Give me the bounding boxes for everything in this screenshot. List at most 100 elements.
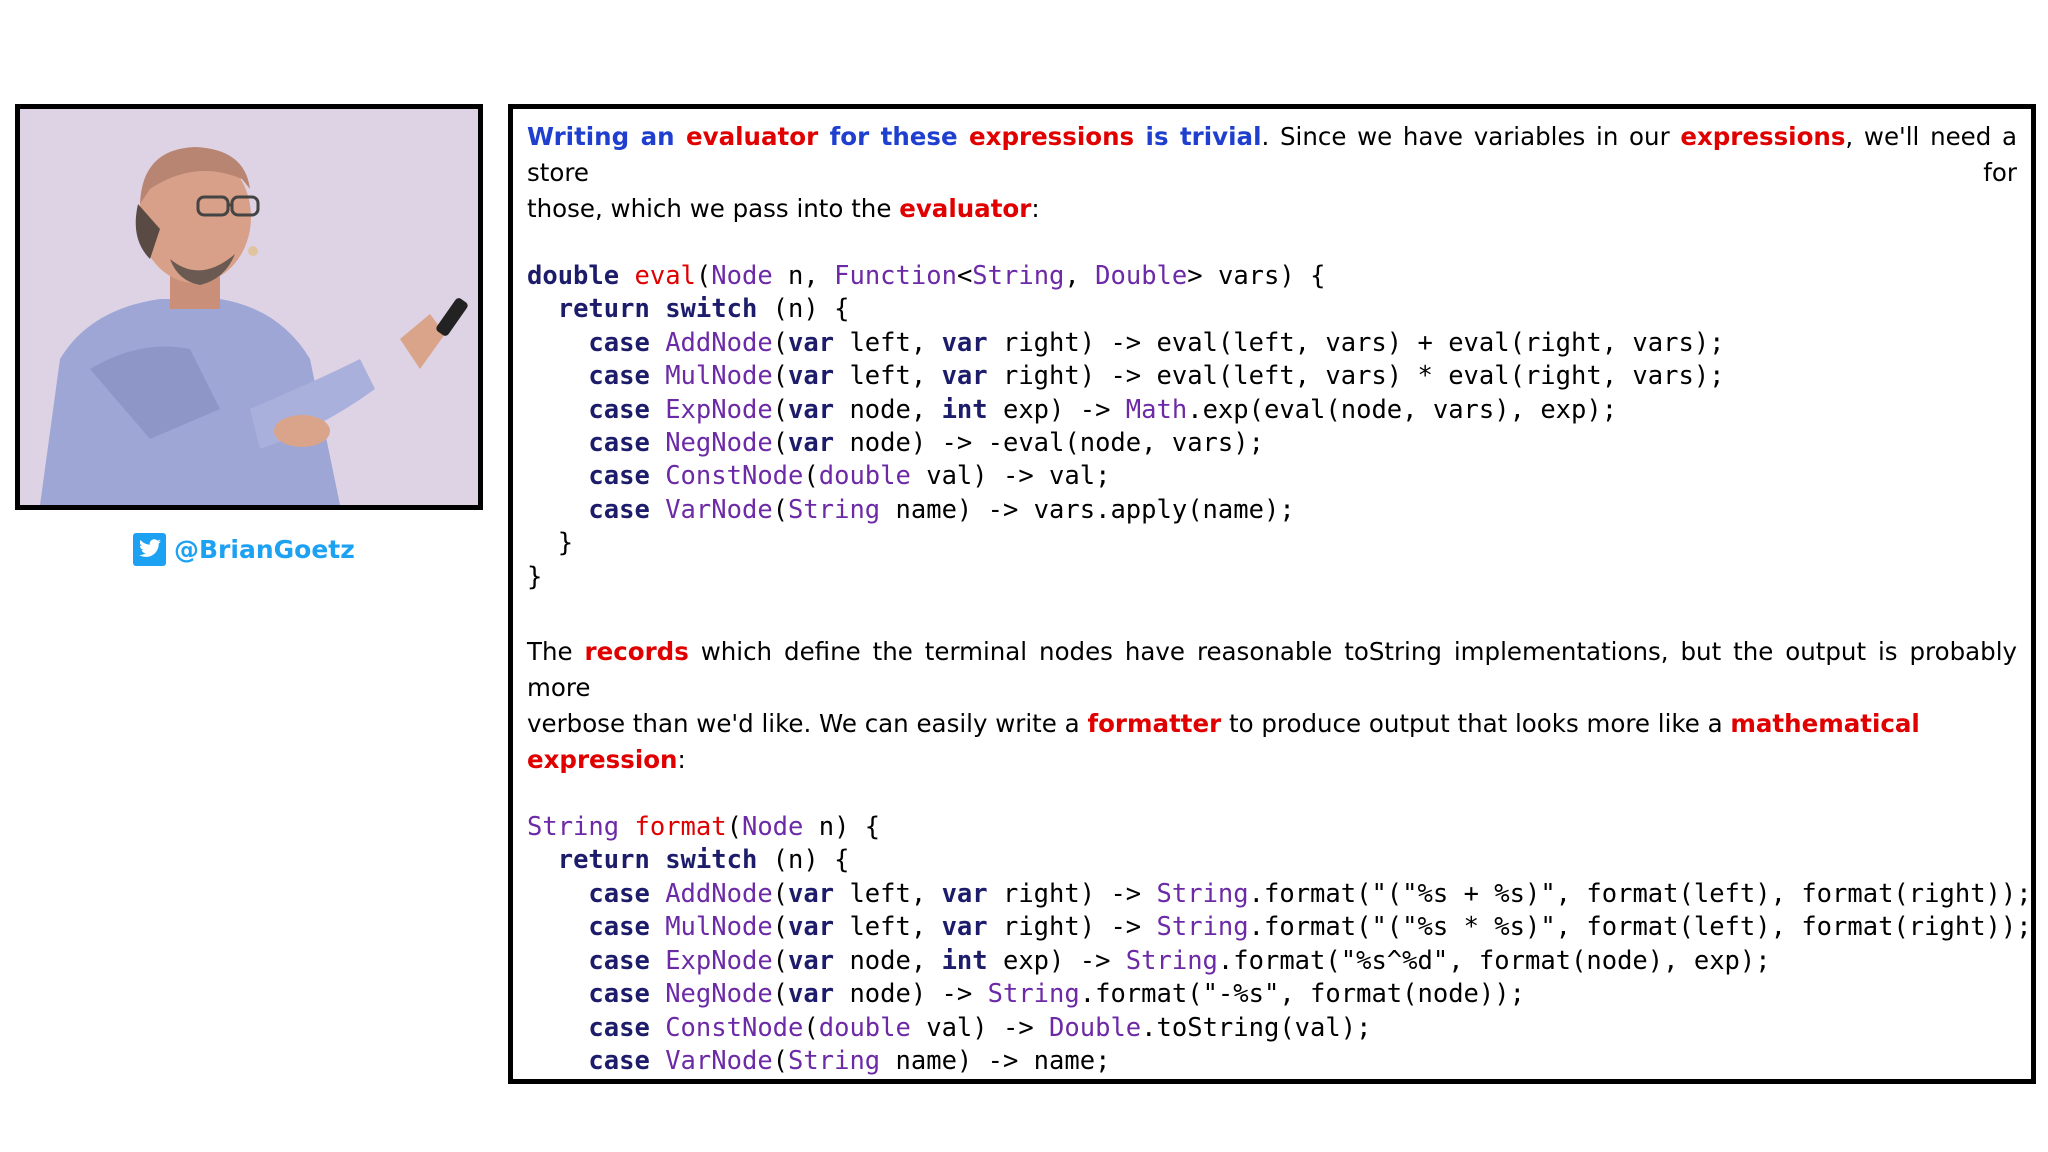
middle-text: which define the terminal nodes have rea… xyxy=(527,637,2018,703)
code-token: ( xyxy=(695,261,712,291)
code-token xyxy=(619,261,634,291)
intro-text: evaluator xyxy=(899,194,1032,223)
code-token: double xyxy=(818,1012,911,1043)
code-token: Node xyxy=(741,812,804,843)
intro-text: is trivial xyxy=(1134,122,1262,151)
code-token: NegNode xyxy=(665,979,773,1010)
code-line: case ExpNode(var node, int exp) -> Strin… xyxy=(527,945,1771,976)
code-token: case xyxy=(588,878,650,909)
code-token: ( xyxy=(726,812,742,843)
middle-line-2: verbose than we'd like. We can easily wr… xyxy=(527,706,2017,742)
code-token: case xyxy=(588,327,650,358)
code-token: return xyxy=(557,845,650,876)
code-token: ( xyxy=(803,461,819,492)
speaker-photo xyxy=(15,104,483,510)
eval-code-block: double eval(Node n, Function<String, Dou… xyxy=(527,260,2017,594)
code-token: MulNode xyxy=(665,361,773,392)
code-token xyxy=(527,294,558,324)
code-token: .format("%s^%d", format(node), exp); xyxy=(1217,945,1771,976)
code-token: eval xyxy=(634,261,696,291)
twitter-bird-glyph xyxy=(138,539,161,557)
code-token: String xyxy=(1125,945,1218,976)
code-token: case xyxy=(588,1012,650,1043)
code-token: ( xyxy=(772,945,789,976)
middle-text: formatter xyxy=(1087,709,1222,739)
intro-line-1: Writing an evaluator for these expressio… xyxy=(527,119,2017,191)
code-token: val) -> val; xyxy=(910,461,1111,492)
code-token xyxy=(527,428,588,458)
code-token: < xyxy=(956,261,973,291)
code-token: String xyxy=(788,1045,881,1076)
code-token: int xyxy=(941,945,988,976)
code-line: double eval(Node n, Function<String, Dou… xyxy=(527,261,1325,291)
code-token: case xyxy=(588,945,650,976)
code-line: } xyxy=(527,561,543,592)
code-token xyxy=(527,1013,588,1043)
code-token: val) -> xyxy=(910,1012,1050,1043)
code-token xyxy=(527,979,588,1009)
middle-text: mathematical xyxy=(1730,709,1920,739)
code-token xyxy=(527,395,588,425)
code-token: String xyxy=(972,261,1065,291)
code-token: case xyxy=(588,494,650,525)
code-token: case xyxy=(588,979,650,1010)
code-token: String xyxy=(987,979,1080,1010)
code-token: .toString(val); xyxy=(1141,1012,1372,1043)
code-token: format xyxy=(634,812,727,843)
code-line: case VarNode(String name) -> vars.apply(… xyxy=(527,494,1294,525)
code-line: case VarNode(String name) -> name; xyxy=(527,1046,1110,1076)
code-token: ExpNode xyxy=(665,394,773,425)
code-token: var xyxy=(941,327,988,358)
intro-text: : xyxy=(1031,194,1040,223)
code-token: String xyxy=(788,494,881,525)
code-token: ( xyxy=(772,979,789,1010)
code-token xyxy=(527,1046,588,1076)
code-line: String format(Node n) { xyxy=(527,812,880,842)
code-token xyxy=(619,812,634,842)
code-token: exp) -> xyxy=(987,945,1126,976)
code-token: return xyxy=(557,294,650,325)
code-token: double xyxy=(527,261,620,291)
code-token: .format("("%s + %s)", format(left), form… xyxy=(1248,878,2032,909)
middle-text: The xyxy=(527,637,585,667)
code-token: , xyxy=(1064,261,1096,291)
code-token: (n) { xyxy=(757,845,850,876)
code-token: node) -> xyxy=(834,979,988,1010)
middle-text: records xyxy=(584,637,689,667)
code-token: n, xyxy=(772,261,835,291)
code-token: Node xyxy=(711,261,773,291)
code-token xyxy=(527,879,588,909)
twitter-handle[interactable]: @BrianGoetz xyxy=(133,532,355,566)
code-token: var xyxy=(941,361,988,392)
code-token: case xyxy=(588,912,650,943)
code-token: .format("-%s", format(node)); xyxy=(1079,979,1525,1010)
intro-text: Writing an xyxy=(527,122,687,151)
code-token: var xyxy=(941,912,988,943)
code-token: > vars) { xyxy=(1187,261,1326,291)
middle-text: verbose than we'd like. We can easily wr… xyxy=(527,709,1088,739)
code-token: right) -> xyxy=(987,878,1157,909)
intro-line-2: those, which we pass into the evaluator: xyxy=(527,191,2017,227)
code-token: ( xyxy=(772,361,789,392)
middle-line-3: expression: xyxy=(527,742,2017,778)
intro-text: . Since we have variables in our xyxy=(1261,122,1681,151)
code-token: var xyxy=(788,912,835,943)
code-token: String xyxy=(1156,878,1249,909)
code-token: case xyxy=(588,361,650,392)
code-token: Math xyxy=(1125,394,1188,425)
code-token: ( xyxy=(772,428,789,459)
code-token: right) -> xyxy=(987,912,1157,943)
code-token: switch xyxy=(665,294,758,325)
code-token: ( xyxy=(772,878,789,909)
code-token: left, xyxy=(834,878,942,909)
code-token: ( xyxy=(772,1045,789,1076)
code-token: NegNode xyxy=(665,428,773,459)
code-token: exp) -> xyxy=(987,394,1126,425)
code-token xyxy=(527,845,558,875)
code-token: case xyxy=(588,394,650,425)
code-token: .format("("%s * %s)", format(left), form… xyxy=(1248,912,2032,943)
intro-text: expressions xyxy=(1680,122,1846,151)
code-line: case NegNode(var node) -> -eval(node, va… xyxy=(527,428,1264,458)
code-line: } xyxy=(527,1079,573,1084)
code-token: case xyxy=(588,1045,650,1076)
